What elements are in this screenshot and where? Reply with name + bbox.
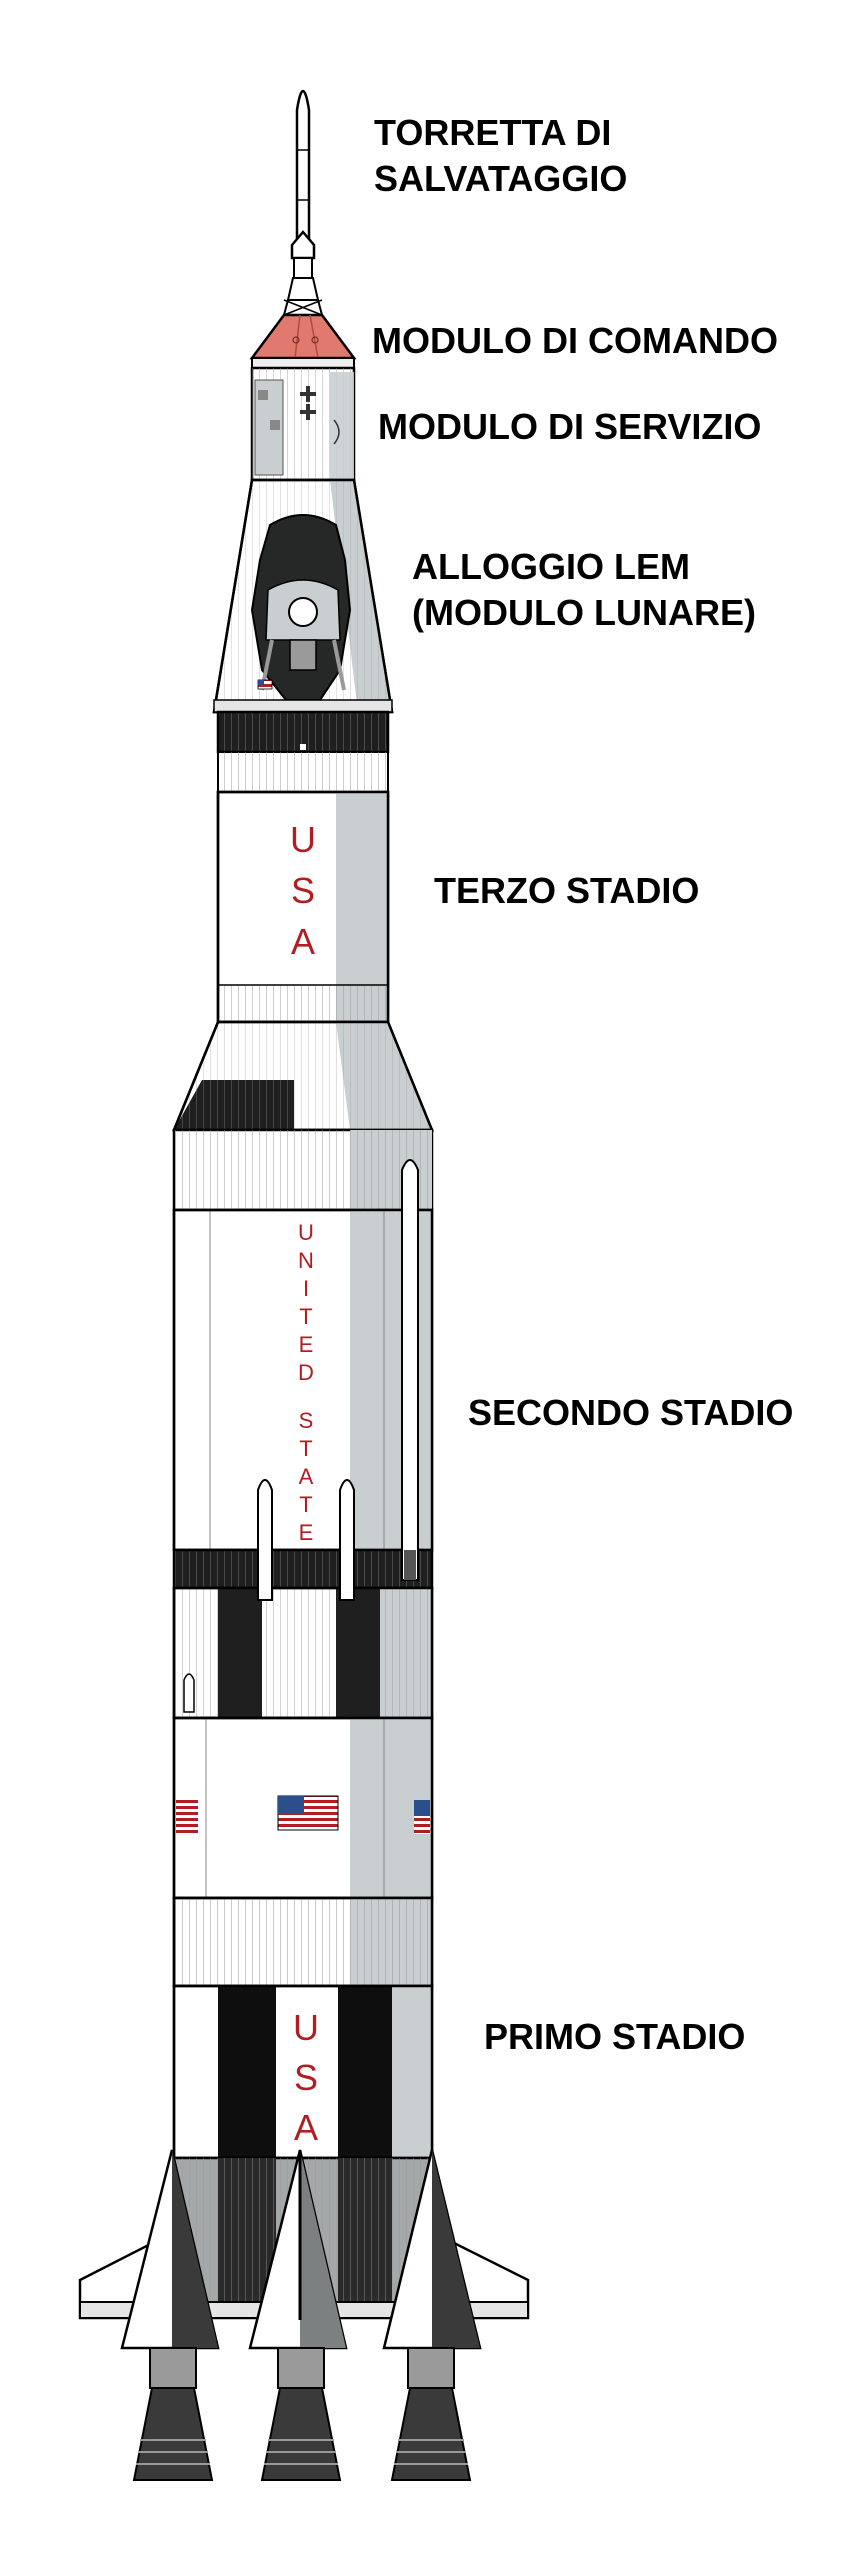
label-second-stage: SECONDO STADIO [468, 1392, 794, 1433]
svg-text:I: I [303, 1276, 309, 1301]
label-service-module: MODULO DI SERVIZIO [378, 406, 762, 447]
f1-engines [132, 2347, 472, 2481]
lem-adapter [212, 478, 394, 714]
escape-tower [282, 89, 324, 316]
label-escape-tower-line1: TORRETTA DI [374, 112, 612, 153]
third-stage-marking-s: S [291, 870, 315, 911]
label-lem-adapter-line1: ALLOGGIO LEM [412, 546, 690, 587]
label-escape-tower: TORRETTA DI SALVATAGGIO [374, 110, 627, 202]
interstage [172, 1020, 434, 1132]
svg-text:E: E [299, 1332, 314, 1357]
svg-text:A: A [299, 1464, 314, 1489]
first-stage-marking-u: U [293, 2007, 319, 2048]
engine-center [260, 2347, 342, 2481]
first-stage-marking-a: A [294, 2107, 318, 2148]
command-module [249, 313, 357, 369]
label-command-module: MODULO DI COMANDO [372, 320, 778, 361]
second-stage: U N I T E D S T A T E . [172, 1128, 434, 1720]
label-third-stage: TERZO STADIO [434, 870, 700, 911]
svg-text:T: T [299, 1492, 312, 1517]
first-stage-marking-s: S [294, 2057, 318, 2098]
first-stage: U S A [78, 1716, 530, 2350]
svg-text:D: D [298, 1360, 314, 1385]
svg-text:S: S [299, 1408, 314, 1433]
third-stage-marking-u: U [290, 819, 316, 860]
label-lem-adapter: ALLOGGIO LEM (MODULO LUNARE) [412, 544, 756, 636]
service-module [250, 366, 356, 482]
svg-text:U: U [298, 1220, 314, 1245]
label-escape-tower-line2: SALVATAGGIO [374, 158, 628, 199]
second-stage-marking: U N I T E D S T A T E . [298, 1220, 314, 1573]
svg-text:T: T [299, 1436, 312, 1461]
svg-text:T: T [299, 1304, 312, 1329]
label-lem-adapter-line2: (MODULO LUNARE) [412, 592, 756, 633]
third-stage-marking-a: A [291, 921, 315, 962]
third-stage: U S A [216, 710, 390, 1024]
engine-right [390, 2347, 472, 2481]
svg-text:E: E [299, 1520, 314, 1545]
engine-left [132, 2347, 214, 2481]
label-first-stage: PRIMO STADIO [484, 2016, 746, 2057]
svg-text:N: N [298, 1248, 314, 1273]
